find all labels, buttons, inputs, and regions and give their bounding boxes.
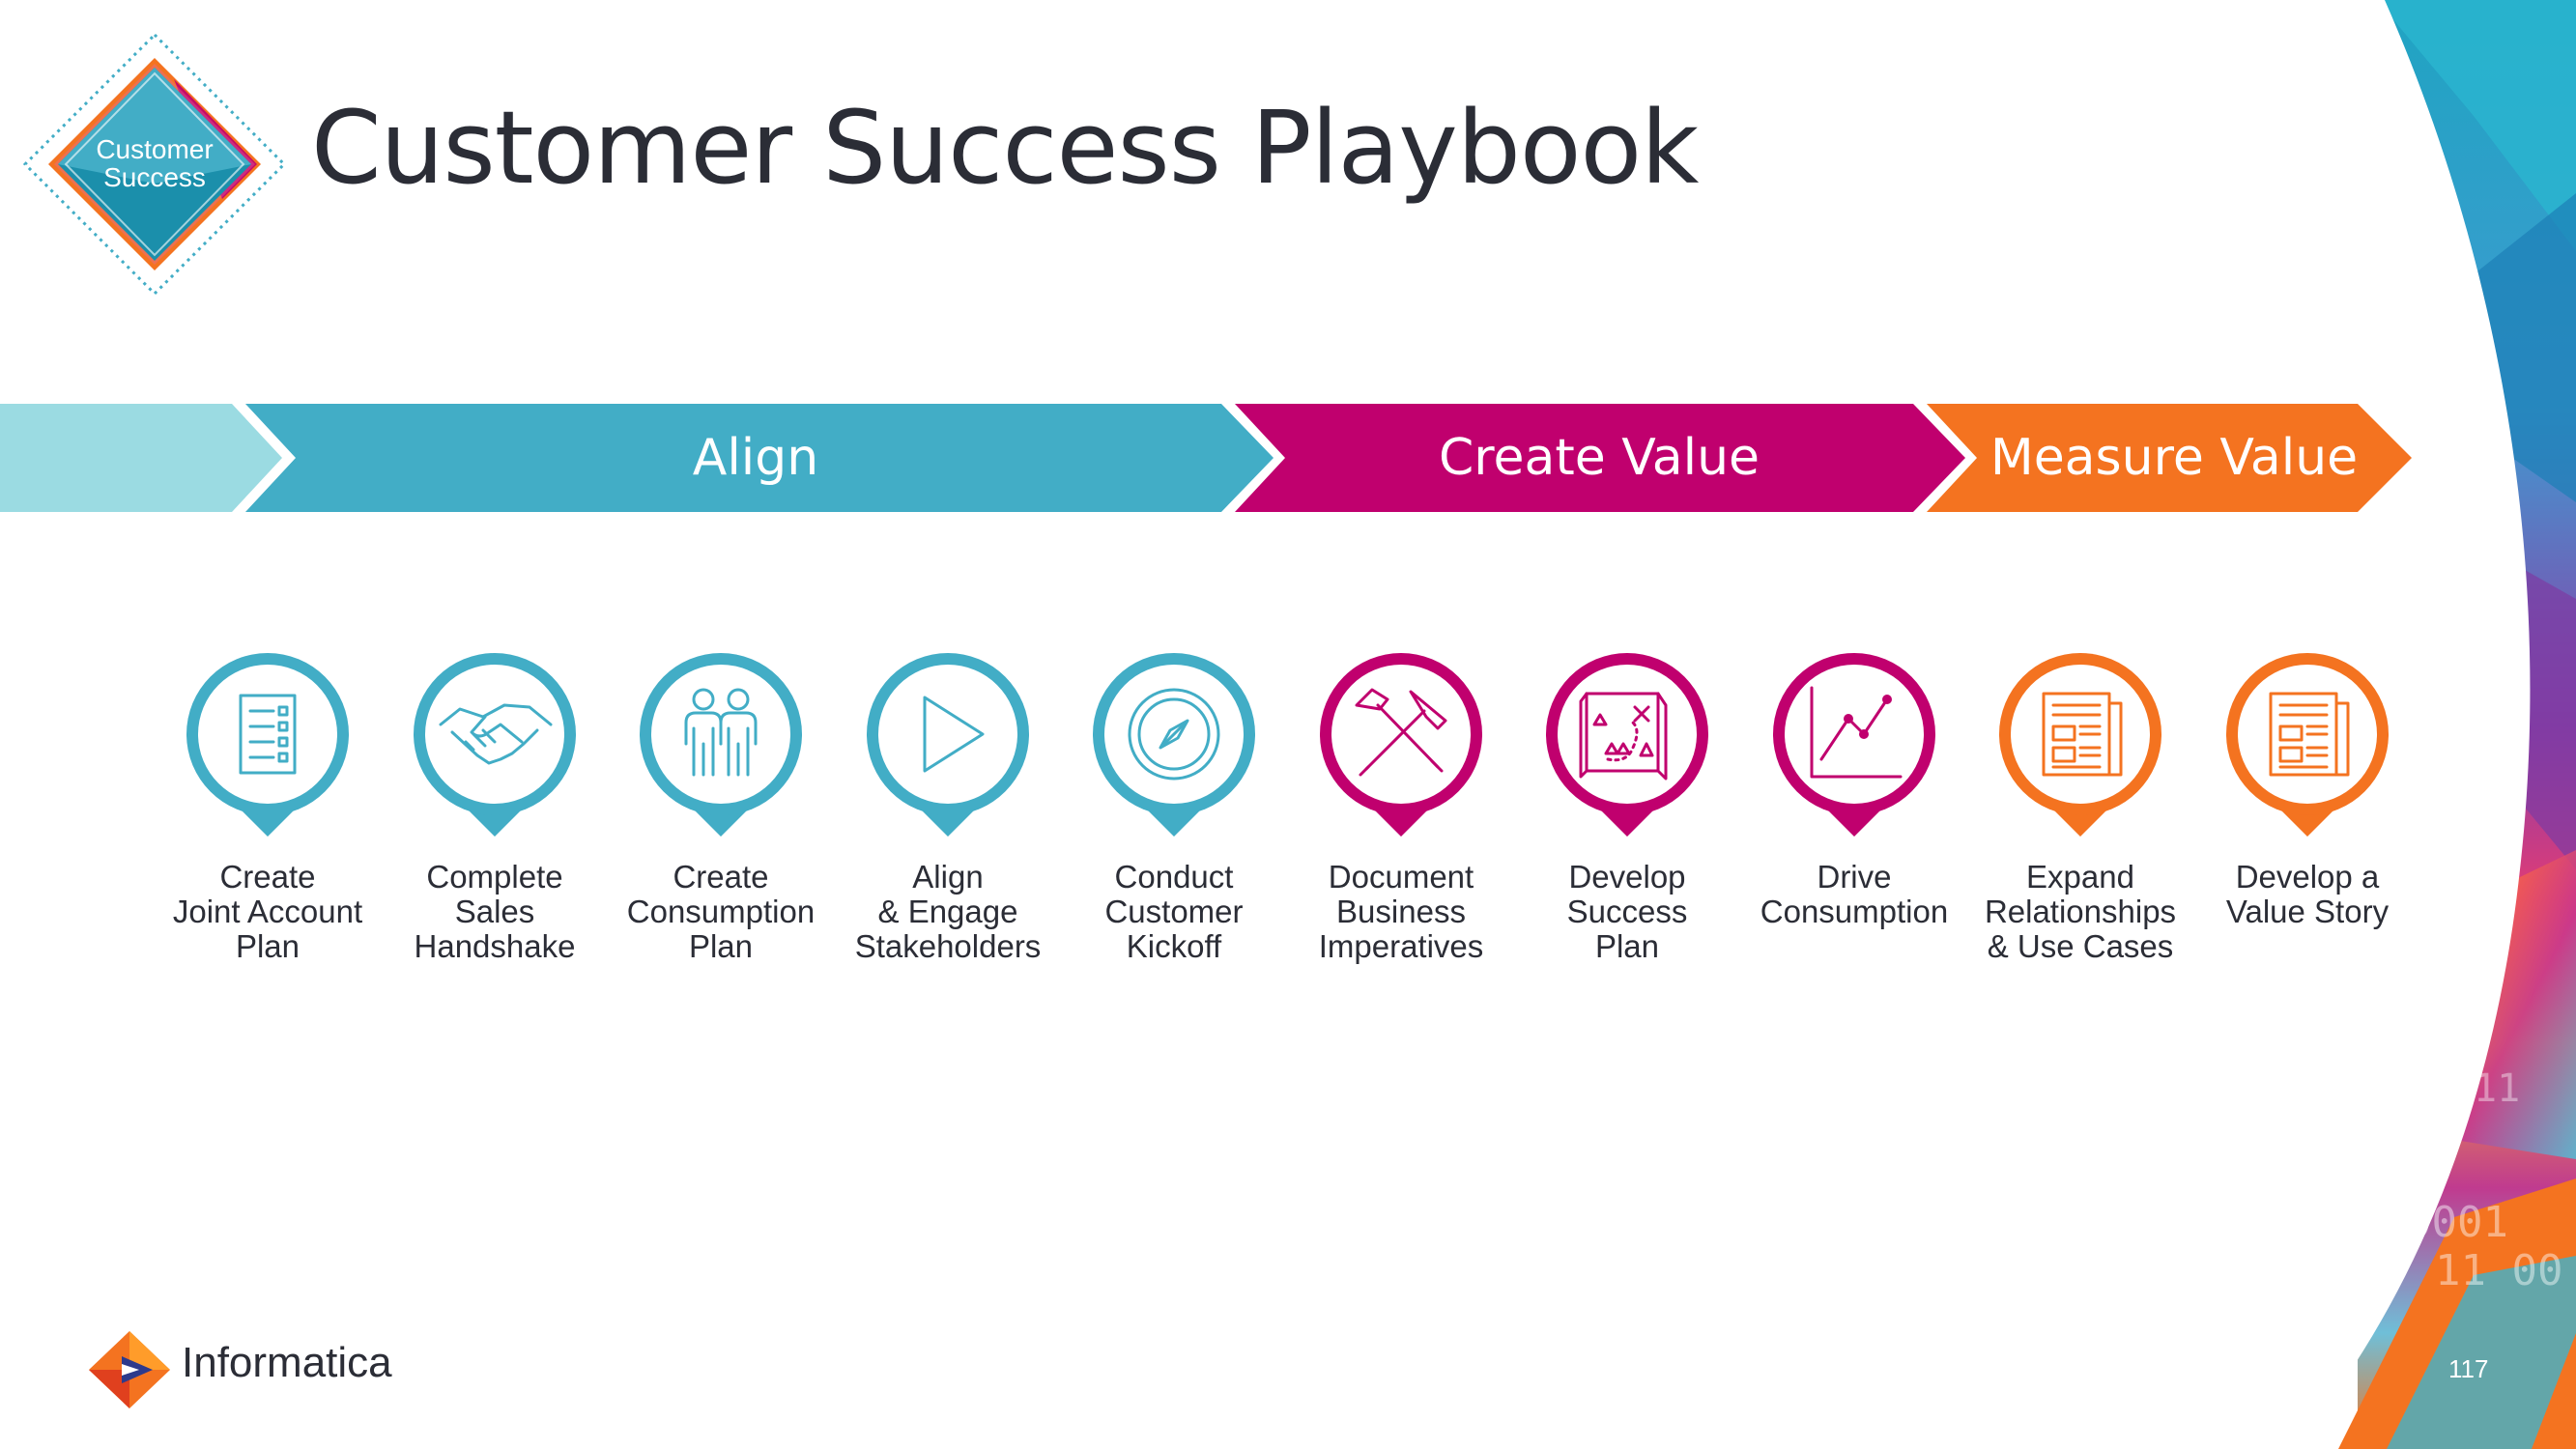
step-label-line: Conduct (1114, 859, 1234, 895)
informatica-logo-icon (89, 1331, 170, 1408)
step-label-line: Success (1566, 894, 1688, 929)
svg-text:11 00: 11 00 (2435, 1246, 2562, 1295)
step-label-line: Drive (1817, 859, 1892, 895)
step-label-line: Expand (2026, 859, 2134, 895)
lead-arrow (0, 404, 282, 512)
step-label-line: Sales (454, 894, 535, 929)
people-icon (684, 688, 758, 777)
informatica-logo-text: Informatica (182, 1339, 392, 1386)
step-label-line: Business (1336, 894, 1466, 929)
hammers-icon (1355, 688, 1447, 777)
step-label-line: Develop (1568, 859, 1686, 895)
step-label-line: Develop a (2235, 859, 2380, 895)
step-label-line: Consumption (1760, 894, 1949, 929)
badge-label-line2: Success (103, 162, 206, 192)
step-pin (1999, 653, 2161, 837)
phase-arrow-measure-value (1927, 404, 2412, 512)
step-label-line: Plan (235, 928, 301, 964)
phase-arrows (0, 404, 2412, 512)
step-label-line: Handshake (414, 928, 576, 964)
checklist-icon (239, 694, 297, 775)
map-icon (1579, 692, 1668, 781)
phase-label-create-value: Create Value (1438, 429, 1760, 487)
step-label-line: Document (1328, 859, 1474, 895)
step-label-line: & Use Cases (1987, 928, 2174, 964)
step-label-line: Complete (426, 859, 563, 895)
step-pin (640, 653, 802, 837)
step-pin (1773, 653, 1935, 837)
customer-success-badge (22, 32, 287, 297)
step-label-line: Stakeholders (854, 928, 1042, 964)
step-label-line: Joint Account (172, 894, 363, 929)
step-label-line: & Engage (877, 894, 1018, 929)
step-label-line: Kickoff (1126, 928, 1222, 964)
step-pin (186, 653, 349, 837)
step-label-line: Plan (688, 928, 754, 964)
step-pin (1546, 653, 1708, 837)
compass-icon (1128, 688, 1220, 781)
page-title: Customer Success Playbook (311, 89, 1699, 207)
step-label-line: Value Story (2225, 894, 2390, 929)
line-chart-icon (1810, 686, 1903, 779)
phase-label-measure-value: Measure Value (1989, 429, 2359, 487)
phase-arrow-create-value (1235, 404, 1965, 512)
phase-label-align: Align (692, 429, 819, 487)
play-icon (923, 696, 985, 773)
step-pin (867, 653, 1029, 837)
step-pin (1093, 653, 1255, 837)
step-label-line: Create (673, 859, 769, 895)
handshake-icon (439, 703, 553, 765)
step-pin (1320, 653, 1482, 837)
step-label-line: Plan (1594, 928, 1660, 964)
newspaper-icon (2269, 692, 2350, 777)
step-label-line: Customer (1104, 894, 1244, 929)
step-label-line: Align (912, 859, 984, 895)
step-label-line: Consumption (626, 894, 816, 929)
step-pin (2226, 653, 2389, 837)
newspaper-icon (2042, 692, 2123, 777)
page-number: 117 (2448, 1354, 2489, 1383)
step-pin (414, 653, 576, 837)
step-label-line: Relationships (1984, 894, 2177, 929)
phase-arrow-align (245, 404, 1274, 512)
step-label-line: Imperatives (1318, 928, 1484, 964)
badge-label-line1: Customer (96, 134, 214, 164)
step-label-line: Create (219, 859, 316, 895)
